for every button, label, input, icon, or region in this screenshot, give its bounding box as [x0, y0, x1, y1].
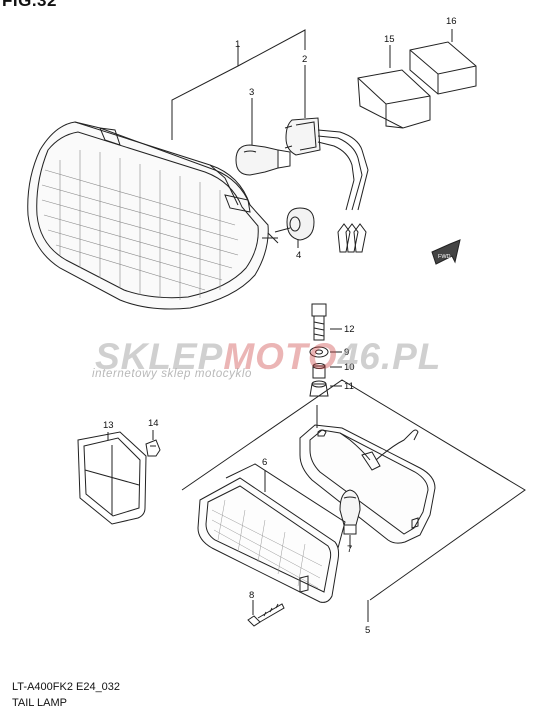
socket-harness-part-2: [284, 117, 369, 253]
figure-name: TAIL LAMP: [12, 697, 68, 709]
reflector-part-16: [409, 41, 477, 95]
callout-16: 16: [446, 16, 457, 27]
lamp-base-housing: [299, 424, 436, 544]
screw-part-8: [247, 603, 285, 627]
collar-part-10: [312, 363, 326, 379]
callout-5: 5: [365, 625, 370, 636]
bulb-part-3: [235, 144, 291, 176]
callout-4: 4: [296, 250, 301, 261]
callout-3: 3: [249, 87, 254, 98]
reflector-part-13: [77, 431, 147, 525]
callout-10: 10: [344, 362, 355, 373]
watermark-text-3: 46: [337, 336, 381, 377]
svg-text:FWD: FWD: [438, 254, 451, 260]
watermark-text-4: .PL: [380, 336, 442, 377]
watermark-text-1: SKLEP: [95, 336, 224, 377]
callout-1: 1: [235, 39, 240, 50]
lens-part-6: [197, 463, 346, 603]
callout-8: 8: [249, 590, 254, 601]
callout-2: 2: [302, 54, 307, 65]
tail-lamp-housing: [27, 121, 279, 310]
callout-11: 11: [344, 381, 354, 392]
reflector-part-15: [357, 69, 431, 129]
grommet-part-11: [309, 380, 329, 397]
watermark-text-2: MOTO: [223, 336, 338, 377]
watermark-logo: SKLEPMOTO46.PL: [95, 336, 441, 378]
model-code: LT-A400FK2 E24_032: [12, 681, 121, 693]
callout-7: 7: [347, 544, 352, 555]
callout-13: 13: [103, 420, 114, 431]
callout-14: 14: [148, 418, 159, 429]
figure-title: FIG.32: [2, 0, 57, 10]
callout-9: 9: [344, 347, 349, 358]
callout-15: 15: [384, 34, 395, 45]
washer-part-9: [309, 346, 329, 358]
clip-nut-part-14: [145, 439, 161, 457]
bulb-part-7: [339, 489, 361, 535]
bolt-part-12: [311, 303, 327, 341]
assembly-5-outline: [181, 379, 526, 601]
watermark-subtext: internetowy sklep motocyklo: [92, 368, 253, 380]
callout-12: 12: [344, 324, 355, 335]
grommet-part-4: [274, 207, 315, 241]
forward-arrow-icon: FWD: [431, 239, 461, 265]
callout-6: 6: [262, 457, 267, 468]
